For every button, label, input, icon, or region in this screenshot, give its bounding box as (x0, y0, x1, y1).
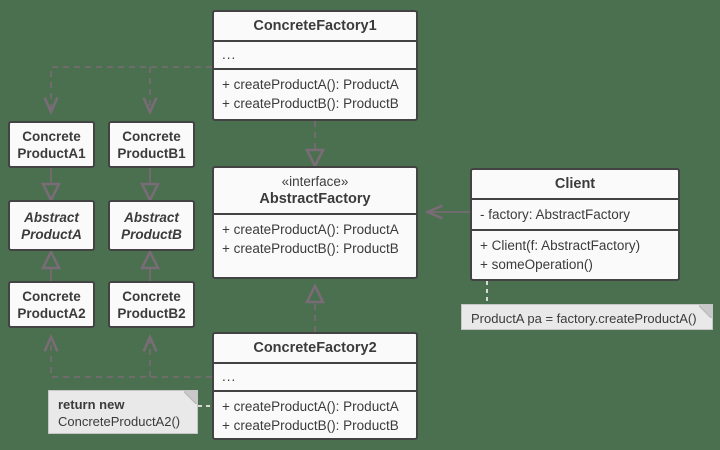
class-abstract-product-b-line1: Abstract (124, 209, 179, 225)
class-concrete-product-a2-line1: Concrete (22, 288, 81, 304)
edge-factory2-to-productA2 (43, 333, 212, 378)
class-title-client: Client (554, 176, 596, 192)
class-concrete-product-a2[interactable]: Concrete ProductA2 (8, 281, 95, 328)
class-attributes-concrete-factory-1: ... (214, 40, 416, 68)
class-concrete-product-a1-line2: ProductA1 (17, 145, 86, 161)
class-concrete-factory-1[interactable]: ConcreteFactory1 ... + createProductA():… (212, 10, 418, 121)
class-abstract-factory[interactable]: «interface» AbstractFactory + createProd… (212, 166, 418, 279)
class-attributes-concrete-factory-2: ... (214, 362, 416, 390)
note-factory2[interactable]: return new ConcreteProductA2() (48, 390, 198, 434)
class-concrete-product-b2-line1: Concrete (122, 288, 181, 304)
class-concrete-product-b2-line2: ProductB2 (117, 305, 186, 321)
class-abstract-product-a[interactable]: Abstract ProductA (8, 200, 95, 251)
class-concrete-product-b1[interactable]: Concrete ProductB1 (108, 121, 195, 168)
note-factory2-line2: ConcreteProductA2() (58, 414, 181, 429)
class-concrete-product-a2-line2: ProductA2 (17, 305, 86, 321)
edge-factory1-to-productA1 (43, 66, 212, 116)
class-title-concrete-factory-1: ConcreteFactory1 (253, 18, 377, 34)
class-operations-client: + Client(f: AbstractFactory) + someOpera… (472, 229, 678, 279)
class-concrete-product-a1[interactable]: Concrete ProductA1 (8, 121, 95, 168)
note-fold-icon (184, 391, 197, 404)
note-client[interactable]: ProductA pa = factory.createProductA() (461, 304, 713, 330)
note-client-text: ProductA pa = factory.createProductA() (471, 311, 697, 326)
class-stereotype-abstract-factory: «interface» (281, 174, 349, 189)
class-operations-concrete-factory-2: + createProductA(): ProductA + createPro… (214, 390, 416, 438)
note-fold-icon (699, 305, 712, 318)
class-abstract-product-a-line2: ProductA (21, 226, 82, 242)
class-operations-abstract-factory: + createProductA(): ProductA + createPro… (214, 213, 416, 263)
class-title-abstract-factory: «interface» AbstractFactory (214, 168, 416, 213)
class-attributes-client: - factory: AbstractFactory (472, 198, 678, 229)
class-client[interactable]: Client - factory: AbstractFactory + Clie… (470, 168, 680, 281)
class-concrete-product-b1-line1: Concrete (122, 128, 181, 144)
class-concrete-factory-2[interactable]: ConcreteFactory2 ... + createProductA():… (212, 332, 418, 440)
class-abstract-product-a-line1: Abstract (24, 209, 79, 225)
class-operations-concrete-factory-1: + createProductA(): ProductA + createPro… (214, 68, 416, 118)
note-factory2-line1: return new (58, 397, 125, 412)
class-concrete-product-a1-line1: Concrete (22, 128, 81, 144)
class-abstract-product-b-line2: ProductB (121, 226, 182, 242)
class-title-concrete-factory-2: ConcreteFactory2 (253, 340, 377, 356)
class-concrete-product-b2[interactable]: Concrete ProductB2 (108, 281, 195, 328)
class-concrete-product-b1-line2: ProductB1 (117, 145, 186, 161)
class-abstract-product-b[interactable]: Abstract ProductB (108, 200, 195, 251)
